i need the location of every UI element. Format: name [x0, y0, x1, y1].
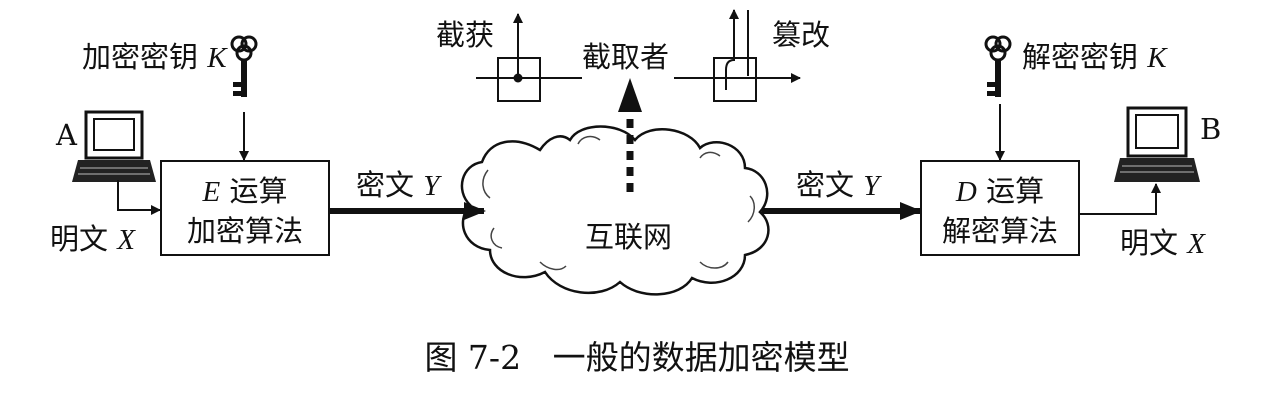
attacker-label: 截取者 [582, 40, 670, 74]
computer-b-icon [1114, 106, 1200, 182]
encryption-key-label: 加密密钥 K [82, 40, 227, 74]
receiver-label: B [1200, 112, 1222, 146]
figure-number: 图 7-2 [424, 338, 522, 377]
plaintext-in-arrow [117, 180, 161, 215]
plaintext-in-label: 明文 X [50, 222, 135, 256]
ciphertext-right-label: 密文 Y [796, 168, 880, 202]
sender-label: A [56, 118, 77, 152]
attacker-arrowhead [618, 78, 642, 112]
plaintext-out-label: 明文 X [1120, 226, 1205, 260]
encryption-box: E 运算 加密算法 [160, 160, 330, 256]
figure-title: 一般的数据加密模型 [552, 338, 850, 377]
intercept-symbol [476, 13, 582, 102]
ciphertext-left-label: 密文 Y [356, 168, 440, 202]
intercept-label: 截获 [436, 18, 495, 52]
figure-caption: 图 7-2 一般的数据加密模型 [0, 338, 1274, 378]
encryption-algo-line: 加密算法 [186, 214, 303, 248]
decryption-key-label: 解密密钥 K [1022, 40, 1167, 74]
decryption-algo-line: 解密算法 [941, 214, 1058, 248]
plaintext-out-arrow [1080, 183, 1161, 215]
computer-a-icon [72, 110, 156, 182]
network-label: 互联网 [585, 220, 673, 254]
encryption-key-icon [230, 35, 258, 97]
encryption-op-line: E 运算 [202, 174, 288, 208]
decryption-key-icon [984, 35, 1012, 97]
internet-cloud [460, 125, 770, 296]
decryption-op-line: D 运算 [955, 174, 1045, 208]
decryption-box: D 运算 解密算法 [920, 160, 1080, 256]
tamper-symbol [674, 9, 801, 102]
tamper-label: 篡改 [772, 18, 831, 52]
